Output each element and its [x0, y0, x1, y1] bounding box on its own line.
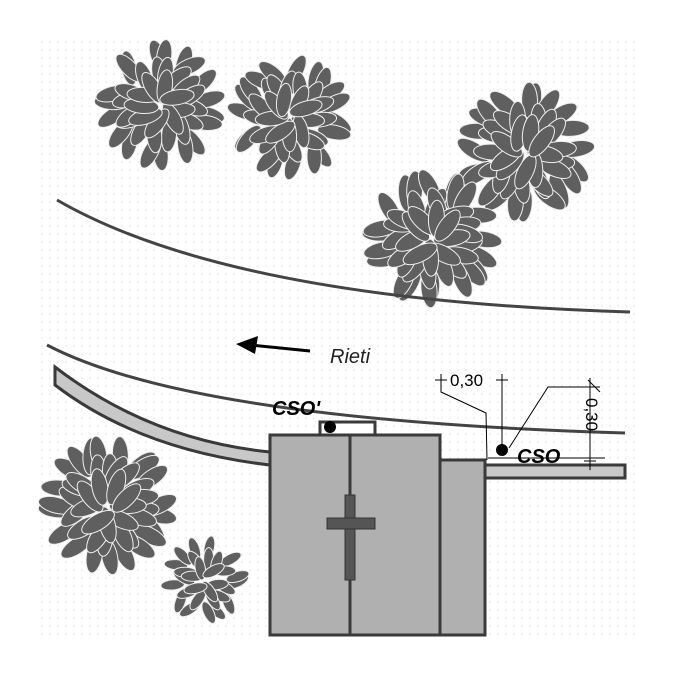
dimension-vertical-label: 0,30: [582, 398, 601, 431]
road-edge-lower: [46, 343, 626, 435]
cso-prime-label: CSO': [272, 398, 321, 420]
direction-label: Rieti: [330, 346, 371, 368]
annex-building: [438, 458, 487, 637]
tree-icon: [160, 535, 250, 624]
road-edge-upper: [56, 198, 631, 314]
arrow-left-icon: [236, 336, 311, 354]
tree-icon: [93, 39, 226, 172]
trees: [37, 39, 596, 624]
tree-icon: [361, 169, 503, 309]
dimension-horizontal-label: 0,30: [450, 371, 483, 390]
tree-icon: [226, 54, 352, 181]
tree-icon: [37, 435, 178, 576]
cso-prime-point: [324, 421, 336, 433]
tree-icon: [456, 81, 596, 223]
dimension-lines: [435, 374, 605, 470]
cross-icon: [326, 494, 376, 581]
cso-point: [496, 444, 508, 456]
cso-label: CSO: [517, 446, 561, 468]
